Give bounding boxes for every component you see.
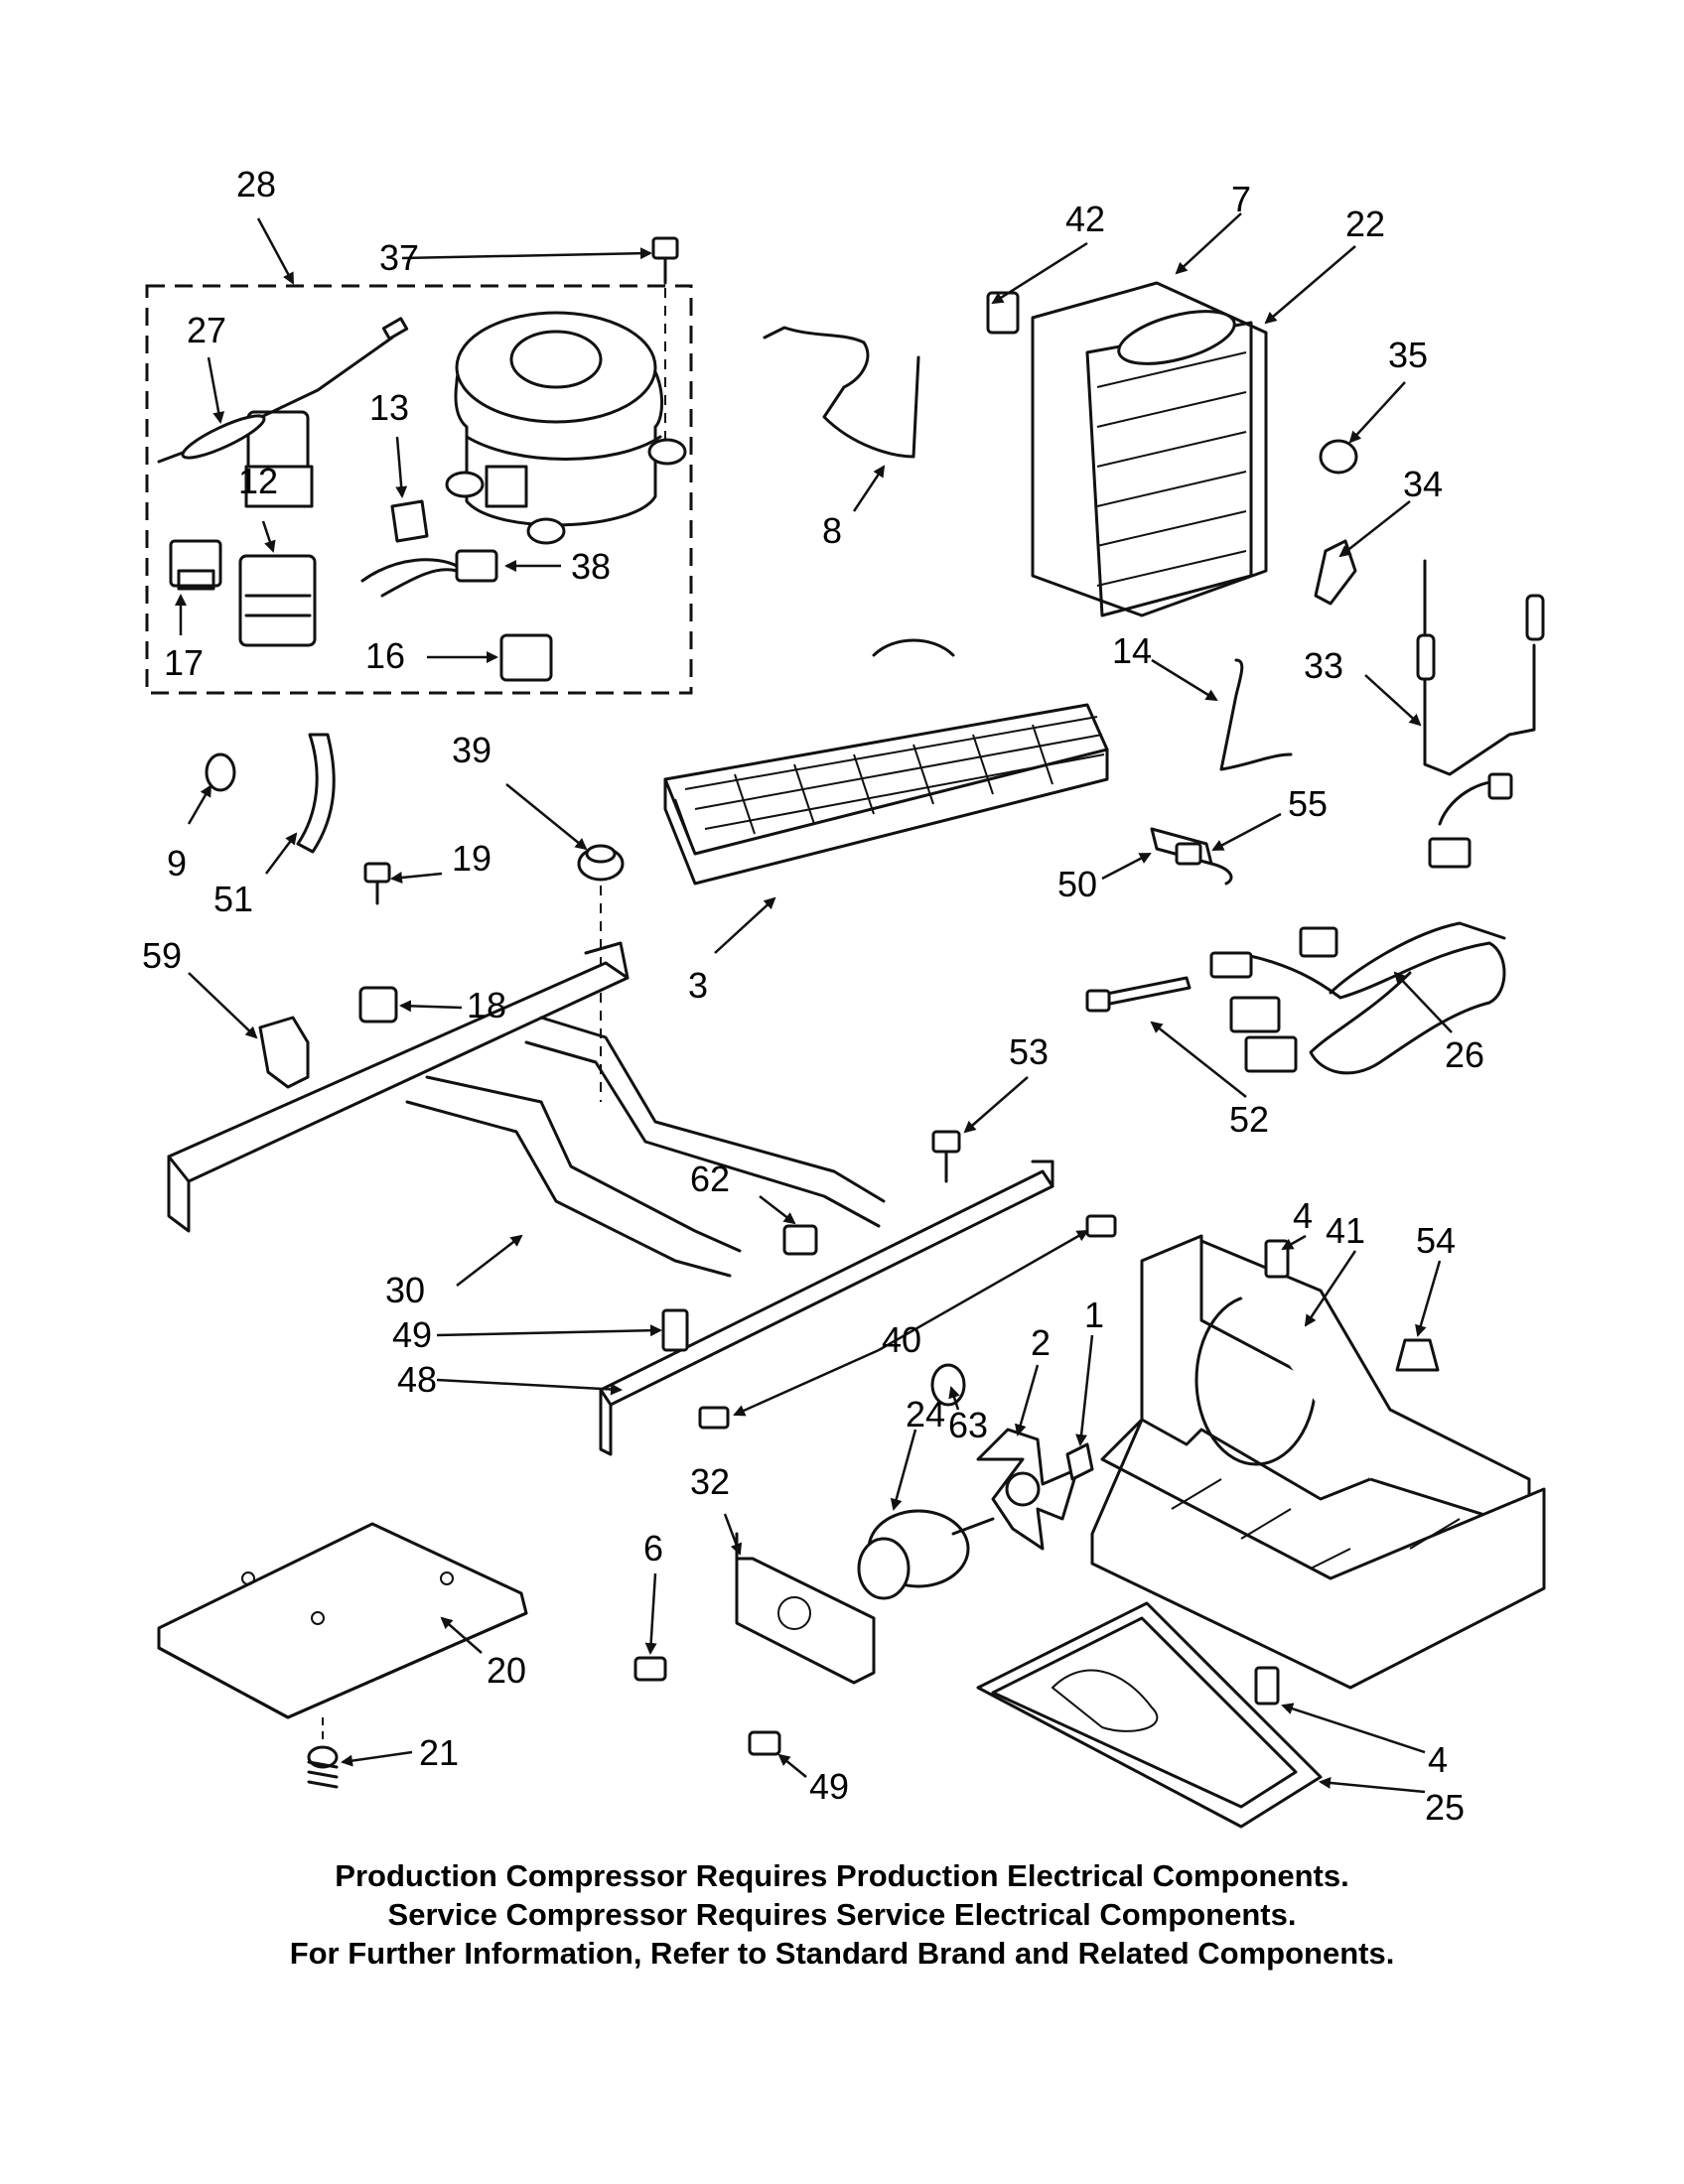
label-22: 22	[1345, 204, 1385, 244]
motor-bracket	[735, 1532, 876, 1685]
label-32: 32	[690, 1461, 730, 1502]
label-6: 6	[643, 1528, 663, 1569]
screw-54	[1395, 1338, 1440, 1372]
label-21: 21	[419, 1732, 459, 1773]
label-13: 13	[369, 387, 409, 428]
clip-59	[258, 1016, 310, 1089]
label-49b: 49	[809, 1766, 849, 1807]
label-54: 54	[1416, 1220, 1456, 1261]
label-12: 12	[238, 461, 278, 501]
screw-53	[931, 1130, 961, 1154]
bracket-14	[1219, 658, 1293, 771]
label-40: 40	[882, 1319, 921, 1360]
screw-40a	[1085, 1214, 1117, 1238]
cover-panel	[157, 1522, 528, 1719]
label-19: 19	[452, 838, 491, 879]
label-30: 30	[385, 1270, 425, 1310]
clip-62	[782, 1224, 818, 1256]
label-26: 26	[1445, 1034, 1484, 1075]
terminal-cover-13	[390, 499, 429, 543]
screw-4a	[1264, 1239, 1290, 1279]
label-53: 53	[1009, 1031, 1049, 1072]
label-1: 1	[1084, 1295, 1104, 1335]
label-7: 7	[1231, 179, 1251, 219]
label-33: 33	[1304, 645, 1343, 686]
screw-6	[633, 1656, 667, 1682]
label-52: 52	[1229, 1099, 1269, 1140]
label-25: 25	[1425, 1787, 1465, 1828]
label-2: 2	[1031, 1322, 1051, 1363]
base-frame	[167, 941, 1054, 1456]
label-63: 63	[948, 1405, 988, 1445]
clip-42	[986, 291, 1020, 335]
label-24: 24	[906, 1394, 945, 1434]
part-labels: 28 37 27 13 12 17 38 16 9 51 19 18 59 39…	[142, 164, 1484, 1828]
harness-38	[360, 549, 498, 598]
label-8: 8	[822, 510, 842, 551]
start-relay	[169, 539, 222, 591]
leader-lines	[175, 212, 1453, 1794]
label-55: 55	[1288, 783, 1328, 824]
sensor-35	[1319, 439, 1358, 475]
label-39: 39	[452, 730, 491, 770]
label-4a: 4	[1293, 1195, 1313, 1236]
label-14: 14	[1112, 630, 1152, 671]
screw-49b	[748, 1730, 781, 1756]
note-line-2: Service Compressor Requires Service Elec…	[387, 1897, 1297, 1932]
tube-8	[763, 326, 920, 459]
label-20: 20	[487, 1650, 526, 1691]
tube-33	[1416, 559, 1545, 776]
screw-55	[1175, 842, 1202, 866]
fan-blade	[976, 1428, 1079, 1551]
overload-relay	[244, 410, 314, 508]
label-34: 34	[1403, 464, 1443, 504]
label-51: 51	[213, 879, 253, 919]
label-17: 17	[164, 642, 204, 683]
compressor	[445, 311, 687, 545]
grommet-39	[577, 844, 625, 1102]
wire-harness	[1209, 772, 1513, 1075]
label-18: 18	[467, 985, 506, 1025]
fan-shroud	[1090, 1234, 1546, 1690]
tube-51	[296, 733, 336, 854]
cap-9	[205, 752, 236, 792]
label-50: 50	[1057, 864, 1097, 904]
label-41: 41	[1326, 1210, 1365, 1251]
label-59: 59	[142, 935, 182, 976]
label-42: 42	[1065, 199, 1105, 239]
cable-tie	[1085, 976, 1192, 1013]
fan-motor	[857, 1509, 995, 1600]
label-27: 27	[187, 310, 226, 350]
clip-18	[358, 986, 398, 1024]
screw-40b	[698, 1406, 730, 1430]
spring-21	[307, 1745, 339, 1789]
label-62: 62	[690, 1159, 730, 1199]
bracket-1	[1065, 1442, 1094, 1481]
compressor-kit-box	[145, 284, 693, 695]
capacitor-27	[157, 317, 409, 464]
label-16: 16	[365, 635, 405, 676]
label-38: 38	[571, 546, 611, 587]
note-line-1: Production Compressor Requires Productio…	[335, 1858, 1349, 1893]
label-35: 35	[1388, 335, 1428, 375]
label-9: 9	[167, 843, 187, 884]
screw-4b	[1254, 1666, 1280, 1706]
label-4b: 4	[1428, 1739, 1448, 1780]
label-3: 3	[688, 965, 708, 1006]
label-48: 48	[397, 1359, 437, 1400]
condenser-coil	[663, 638, 1109, 886]
screw-19	[363, 862, 391, 905]
screw-49a	[661, 1308, 689, 1352]
relay-cover	[238, 554, 317, 647]
note-line-3: For Further Information, Refer to Standa…	[289, 1936, 1395, 1971]
screw-37	[651, 236, 679, 447]
label-28: 28	[236, 164, 276, 205]
label-49a: 49	[392, 1314, 432, 1355]
evaporator	[1031, 281, 1268, 617]
relay-16	[499, 633, 553, 682]
label-37: 37	[379, 237, 419, 278]
diagram-notes: Production Compressor Requires Productio…	[0, 1856, 1684, 1973]
